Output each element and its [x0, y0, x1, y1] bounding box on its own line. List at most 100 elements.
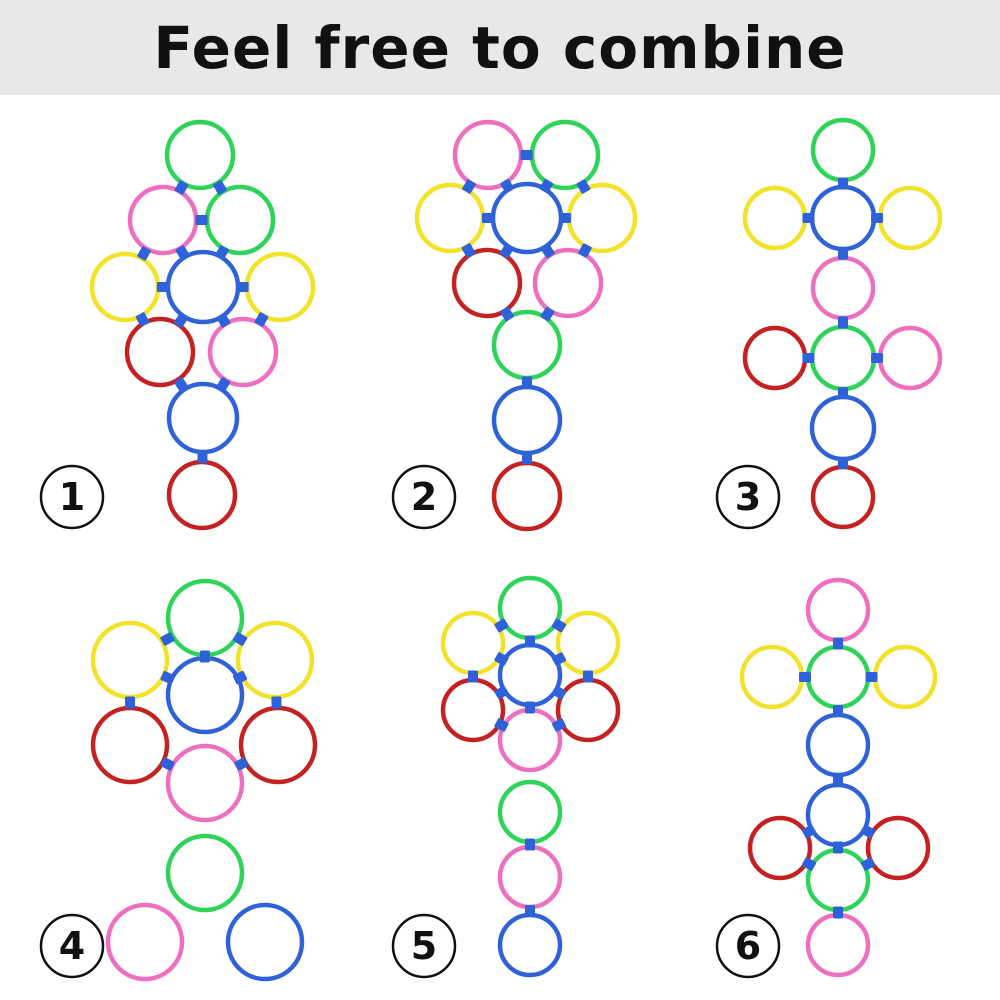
- pattern-2: [414, 119, 638, 532]
- ring-connector-clip: [125, 696, 135, 709]
- hoop-ring-yellow: [235, 620, 315, 700]
- hoop-ring-green: [204, 184, 276, 256]
- hoop-ring-green: [497, 575, 563, 641]
- ring-connector-clip: [833, 906, 843, 919]
- pattern-6: [739, 577, 938, 978]
- pattern-number: 1: [59, 475, 85, 519]
- ring-connector-clip: [802, 353, 815, 363]
- hoop-ring-red: [440, 677, 506, 743]
- ring-connector-clip: [559, 213, 572, 223]
- ring-connector-clip: [833, 841, 843, 854]
- hoop-ring-green: [805, 644, 871, 710]
- ring-connector-clip: [838, 316, 848, 329]
- ring-connector-clip: [174, 180, 189, 195]
- hoop-ring-yellow: [872, 644, 938, 710]
- ring-connector-clip: [525, 838, 535, 851]
- ring-connector-clip: [838, 457, 848, 470]
- pattern-number-badge-5: 5: [391, 913, 457, 979]
- hoop-ring-red: [747, 815, 813, 881]
- hoop-ring-blue: [491, 384, 563, 456]
- hoop-ring-green: [805, 847, 871, 913]
- hoop-ring-red: [810, 464, 876, 530]
- ring-connector-clip: [525, 905, 535, 917]
- ring-connector-clip: [236, 282, 249, 292]
- ring-connector-clip: [195, 215, 208, 225]
- ring-connector-clip: [838, 247, 848, 260]
- ring-connector-clip: [578, 243, 592, 258]
- hoop-ring-red: [124, 316, 196, 388]
- hoop-ring-blue: [225, 902, 305, 982]
- ring-connector-clip: [500, 306, 514, 322]
- hoop-ring-green: [491, 309, 563, 381]
- ring-connector-clip: [232, 670, 248, 685]
- hoop-ring-green: [809, 324, 877, 392]
- hoop-ring-blue: [497, 642, 563, 708]
- hoop-ring-red: [742, 325, 808, 391]
- ring-connector-clip: [481, 213, 494, 223]
- ring-connector-clip: [137, 246, 151, 261]
- ring-connector-clip: [197, 451, 208, 464]
- ring-connector-clip: [462, 179, 476, 194]
- pattern-number: 4: [59, 924, 85, 968]
- hoop-ring-pink: [810, 255, 876, 321]
- hoop-ring-pink: [532, 247, 604, 319]
- hoop-ring-blue: [165, 249, 241, 325]
- hoop-ring-pink: [105, 902, 185, 982]
- pattern-number-badge-1: 1: [39, 464, 105, 530]
- ring-connector-clip: [551, 618, 567, 633]
- pattern-number: 2: [411, 475, 437, 519]
- hoop-ring-blue: [809, 184, 877, 252]
- hoop-ring-pink: [805, 912, 871, 978]
- ring-connector-clip: [833, 637, 843, 650]
- ring-connector-clip: [200, 650, 210, 663]
- pattern-3: [742, 117, 943, 530]
- hoop-ring-green: [810, 117, 876, 183]
- ring-connector-clip: [494, 618, 509, 633]
- ring-connector-clip: [494, 718, 509, 732]
- hoop-ring-red: [90, 705, 170, 785]
- page-title: Feel free to combine: [153, 13, 847, 82]
- hoop-ring-pink: [127, 184, 199, 256]
- ring-connector-clip: [215, 245, 229, 260]
- hoop-ring-blue: [166, 381, 240, 455]
- ring-connector-clip: [520, 150, 533, 160]
- hoop-ring-blue: [809, 394, 877, 462]
- ring-connector-clip: [522, 376, 532, 389]
- hoop-ring-yellow: [877, 185, 943, 251]
- pattern-1: [89, 119, 316, 531]
- hoop-ring-yellow: [89, 251, 161, 323]
- ring-connector-clip: [551, 652, 567, 666]
- ring-connector-clip: [160, 670, 175, 685]
- hoop-ring-red: [555, 677, 621, 743]
- hoop-ring-pink: [497, 707, 563, 773]
- hoop-ring-blue: [490, 181, 564, 255]
- hoop-ring-blue: [805, 782, 871, 848]
- hoop-ring-yellow: [566, 182, 638, 254]
- pattern-number-badge-4: 4: [39, 913, 105, 979]
- ring-connector-clip: [216, 377, 231, 392]
- hoop-ring-green: [164, 119, 236, 191]
- hoop-ring-green: [529, 119, 601, 191]
- hoop-ring-blue: [497, 912, 563, 978]
- ring-connector-clip: [833, 705, 843, 717]
- hoop-ring-pink: [165, 743, 245, 823]
- ring-connector-clip: [135, 312, 150, 327]
- hoop-ring-green: [165, 578, 245, 658]
- hoop-ring-yellow: [555, 610, 621, 676]
- ring-connector-clip: [801, 857, 817, 871]
- ring-connector-clip: [871, 353, 884, 363]
- hoop-ring-yellow: [440, 610, 506, 676]
- ring-connector-clip: [213, 180, 227, 195]
- ring-connector-clip: [539, 178, 554, 194]
- ring-connector-clip: [160, 757, 175, 771]
- pattern-number-badge-2: 2: [391, 464, 457, 530]
- ring-connector-clip: [551, 685, 567, 700]
- hoop-ring-red: [865, 815, 931, 881]
- ring-connector-clip: [583, 670, 593, 683]
- hoop-ring-yellow: [739, 644, 805, 710]
- hoop-ring-yellow: [414, 182, 486, 254]
- pattern-number: 6: [735, 924, 761, 968]
- ring-connector-clip: [540, 306, 555, 322]
- ring-connector-clip: [540, 243, 555, 259]
